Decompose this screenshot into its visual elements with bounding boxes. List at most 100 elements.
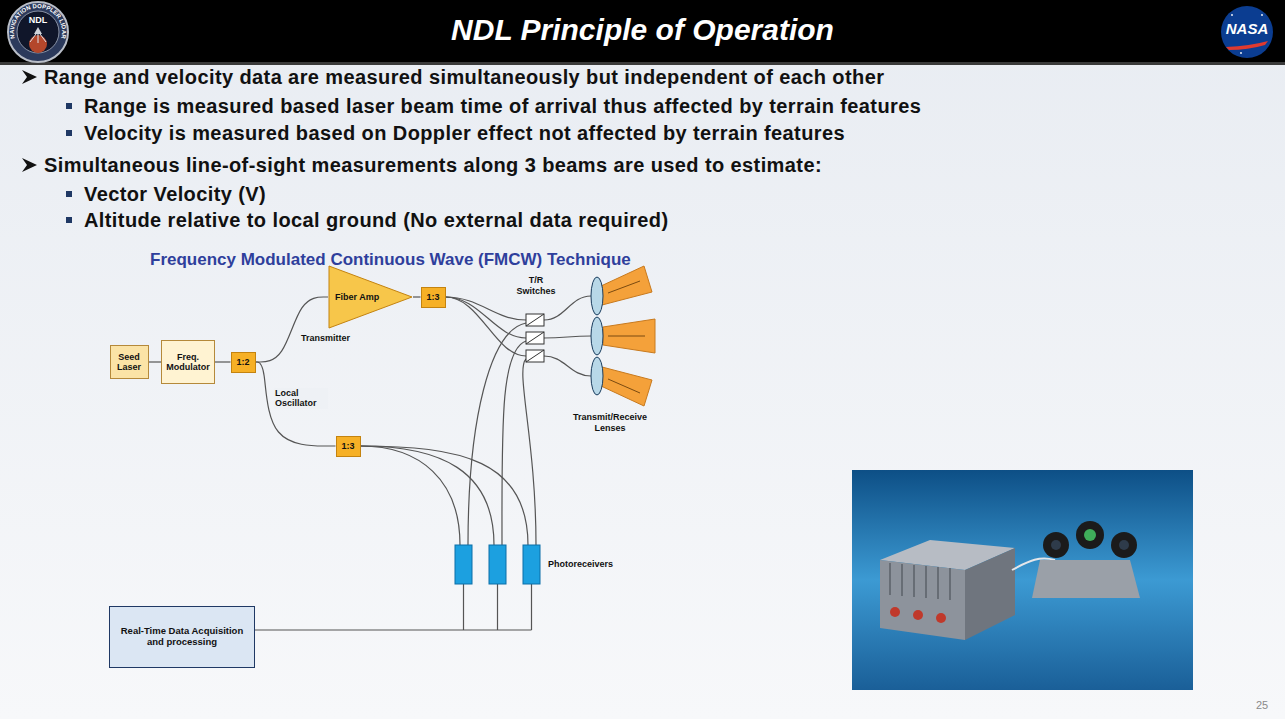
- bullet-square: [66, 130, 72, 136]
- star-dot: [1231, 14, 1233, 16]
- chassis-slat: [913, 565, 915, 597]
- laser-beam: [601, 266, 652, 305]
- fiber-line: [361, 446, 529, 545]
- part-label: Transmit/Receive Lenses: [565, 412, 655, 434]
- photoreceiver: [455, 545, 472, 584]
- chassis-slat: [901, 564, 903, 596]
- nasa-vector: [1226, 41, 1268, 50]
- lens-barrel: [1043, 532, 1069, 558]
- node-text: 1:3: [426, 292, 439, 302]
- planet-mars: [29, 35, 47, 53]
- tr-switch-diagonal: [526, 314, 544, 326]
- page-number: 25: [1256, 699, 1268, 712]
- laser-box: Seed Laser: [110, 345, 149, 379]
- signal-wire: [463, 584, 464, 630]
- lens-glass: [1084, 529, 1096, 541]
- laser-beam: [603, 319, 655, 353]
- beam-line: [30, 34, 36, 42]
- chassis-slat: [889, 563, 891, 595]
- node-text: Real-Time Data Acquisition and processin…: [113, 626, 251, 648]
- node-text: 1:3: [341, 441, 354, 451]
- fiber-connector: [413, 296, 421, 297]
- fiber-line: [468, 323, 526, 545]
- part-label: T/R Switches: [512, 275, 560, 297]
- fiber-connector: [215, 361, 231, 362]
- beam-line: [40, 34, 46, 42]
- badge-ring: [8, 2, 68, 62]
- beam-arrow: [608, 379, 640, 393]
- fiber-connector: [256, 362, 336, 446]
- bullet-text: Simultaneous line-of-sight measurements …: [44, 154, 822, 176]
- star-dot: [1240, 52, 1242, 54]
- fiber-line: [446, 297, 527, 338]
- chassis-front: [880, 560, 965, 640]
- header-band: [0, 0, 1285, 62]
- header-rule: [0, 62, 1285, 65]
- lens-barrel: [1111, 532, 1137, 558]
- chassis-slat: [925, 566, 927, 598]
- logo-label: NASA: [1222, 20, 1272, 38]
- sub-bullet-text: Range is measured based laser beam time …: [84, 95, 921, 117]
- photoreceiver: [523, 545, 540, 584]
- hardware-photo: [852, 470, 1193, 690]
- splitter-box: 1:3: [421, 287, 446, 308]
- part-label: Photoreceivers: [548, 559, 613, 570]
- nasa-meatball: [1221, 6, 1273, 58]
- badge-ring-label: NAVIGATION DOPPLER LIDAR: [9, 3, 67, 40]
- bullet-arrow: [22, 158, 37, 172]
- tr-switch-diagonal: [526, 350, 544, 362]
- signal-wire: [531, 584, 532, 630]
- bullet-square: [66, 217, 72, 223]
- connector-cap: [936, 613, 946, 623]
- lens-glass: [1051, 540, 1061, 550]
- edge-label: Local Oscillator: [274, 388, 328, 409]
- badge-ring-text: NAVIGATION DOPPLER LIDAR: [9, 3, 67, 40]
- slide-title: NDL Principle of Operation: [0, 12, 1285, 48]
- sub-bullet-text: Altitude relative to local ground (No ex…: [84, 209, 669, 231]
- lens: [591, 317, 603, 355]
- tr-switch-diagonal: [526, 332, 544, 344]
- node-text: Seed Laser: [114, 352, 145, 373]
- fiber-connector: [256, 297, 329, 362]
- chassis-slat: [937, 567, 939, 599]
- star-dot: [1261, 14, 1263, 16]
- modulator-box: Freq. Modulator: [161, 340, 215, 384]
- processing-box: Real-Time Data Acquisition and processin…: [109, 606, 255, 668]
- bullet-arrow: [22, 70, 37, 84]
- photoreceiver: [489, 545, 506, 584]
- beam-line: [38, 34, 39, 43]
- node-text: Fiber Amp: [335, 292, 379, 302]
- amplifier-triangle-shape: [329, 266, 412, 328]
- lens: [591, 277, 603, 315]
- bullet-text: Range and velocity data are measured sim…: [44, 66, 884, 88]
- tr-switch: [526, 332, 544, 344]
- lens-barrel: [1076, 521, 1104, 549]
- bullet-square: [66, 103, 72, 109]
- chassis-slat: [949, 568, 951, 600]
- splitter-box: 1:2: [231, 352, 256, 373]
- connector-cap: [913, 610, 923, 620]
- tr-switch: [526, 350, 544, 362]
- sub-bullet-text: Velocity is measured based on Doppler ef…: [84, 122, 845, 144]
- optical-head: [1032, 560, 1140, 598]
- fiber-line: [544, 336, 591, 338]
- amplifier-triangle: Fiber Amp: [328, 265, 413, 329]
- tr-switch: [526, 314, 544, 326]
- sub-bullet-text: Vector Velocity (V): [84, 183, 266, 205]
- splitter-box: 1:3: [336, 436, 361, 457]
- fiber-line: [544, 356, 591, 376]
- badge-core: [17, 11, 59, 53]
- laser-beam: [601, 367, 652, 406]
- badge-label: NDL: [23, 15, 53, 25]
- lens: [591, 357, 603, 395]
- beam-arrow: [608, 281, 640, 293]
- signal-wire: [254, 629, 532, 630]
- lander-icon: [34, 27, 42, 34]
- bullet-square: [66, 191, 72, 197]
- connector-cap: [890, 607, 900, 617]
- node-text: Freq. Modulator: [165, 352, 211, 373]
- lens-glass: [1119, 540, 1129, 550]
- chassis-side: [965, 548, 1015, 640]
- node-text: 1:2: [236, 357, 249, 367]
